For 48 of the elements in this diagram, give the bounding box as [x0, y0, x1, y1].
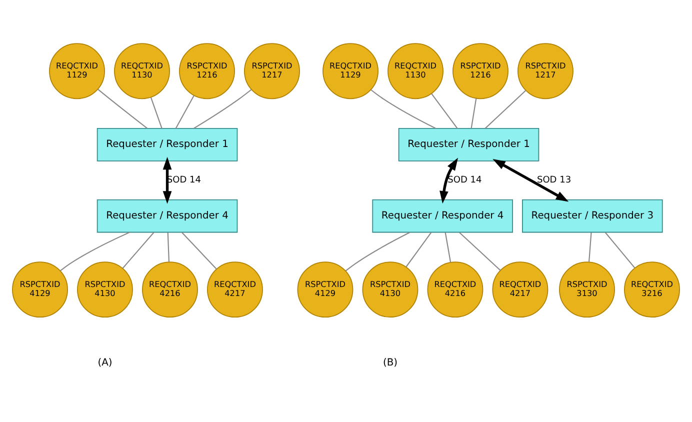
node-circle: RSPCTXID 1217 [244, 42, 300, 99]
node-circle: RSPCTXID 4130 [77, 261, 133, 318]
label: (B) [382, 357, 398, 368]
connector [60, 231, 130, 271]
node-circle: RSPCTXID 3130 [559, 261, 615, 318]
connector [194, 88, 252, 128]
connector [122, 232, 154, 268]
node-circle: REQCTXID 4216 [427, 261, 484, 318]
node-circle: RSPCTXID 4129 [297, 261, 354, 318]
node-circle: REQCTXID 1130 [114, 42, 170, 99]
connector [98, 88, 148, 128]
connector [588, 232, 592, 262]
node-box: Requester / Responder 1 [398, 128, 540, 161]
arrow [492, 158, 569, 202]
arrow [162, 156, 172, 204]
label: (A) [98, 357, 112, 368]
node-circle: RSPCTXID 1217 [518, 42, 574, 99]
edge-label: SOD 14 [448, 175, 482, 186]
connector [370, 88, 436, 128]
node-box: Requester / Responder 4 [372, 198, 513, 232]
node-circle: RSPCTXID 1216 [179, 42, 235, 99]
node-circle: REQCTXID 1129 [322, 42, 378, 99]
connector [175, 94, 194, 128]
node-box: Requester / Responder 1 [96, 128, 238, 161]
edge-label: SOD 13 [537, 175, 572, 186]
connector [604, 232, 636, 268]
node-circle: REQCTXID 4217 [207, 261, 263, 318]
node-circle: REQCTXID 3216 [624, 261, 680, 318]
node-circle: REQCTXID 4217 [492, 261, 548, 318]
node-circle: REQCTXID 1129 [49, 42, 105, 99]
node-box: Requester / Responder 4 [96, 198, 238, 232]
node-circle: REQCTXID 4216 [142, 261, 198, 318]
node-circle: RSPCTXID 4129 [12, 261, 68, 318]
node-box: Requester / Responder 3 [522, 198, 663, 232]
connector [150, 96, 162, 128]
connector [470, 98, 477, 128]
connector [444, 232, 452, 262]
connector [345, 231, 410, 271]
connector [431, 92, 458, 128]
connector [459, 232, 501, 270]
node-circle: RSPCTXID 1216 [452, 42, 508, 99]
connector [406, 232, 432, 267]
node-circle: RSPCTXID 4130 [362, 261, 418, 318]
node-circle: REQCTXID 1130 [388, 42, 444, 99]
connector [484, 90, 526, 128]
connector [167, 232, 170, 262]
arrow [440, 157, 458, 204]
connector [182, 232, 217, 269]
